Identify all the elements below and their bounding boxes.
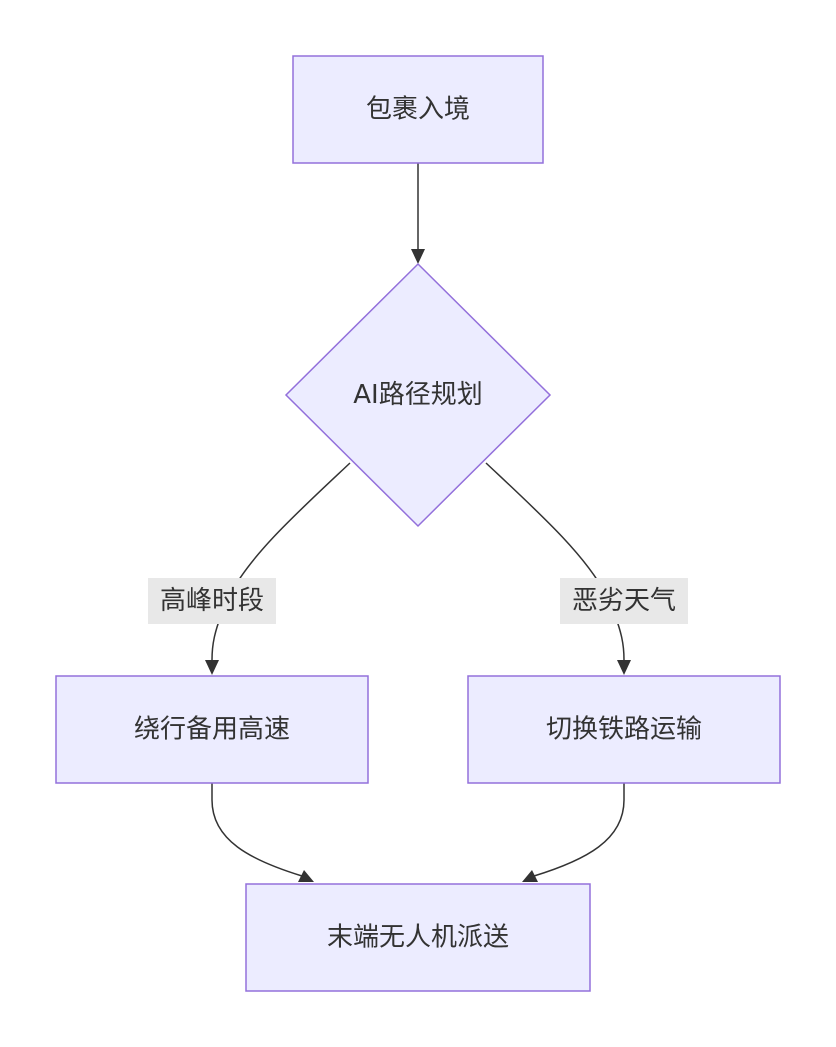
edge-label-decision-to-right: 恶劣天气 [560, 578, 688, 624]
node-end: 末端无人机派送 [245, 883, 591, 992]
arrowhead-start-to-decision [411, 249, 425, 264]
edge-right-to-end [533, 783, 625, 877]
arrowhead-decision-to-right [617, 660, 631, 675]
nodes: 包裹入境 AI路径规划 绕行备用高速 切换铁路运输 末端无人机派送 [55, 55, 781, 992]
edge-labels: 高峰时段 恶劣天气 [148, 578, 688, 624]
edge-label-bg-left [148, 578, 276, 624]
node-right-box [467, 675, 781, 784]
node-end-label: 末端无人机派送 [327, 923, 509, 953]
node-decision: AI路径规划 [284, 262, 552, 528]
edge-label-bg-right [560, 578, 688, 624]
edge-left-to-end [211, 783, 303, 877]
node-start: 包裹入境 [292, 55, 544, 164]
node-left-box [55, 675, 369, 784]
edge-label-decision-to-left: 高峰时段 [148, 578, 276, 624]
arrowhead-decision-to-left [205, 660, 219, 675]
node-decision-label: AI路径规划 [353, 380, 482, 410]
arrowhead-right-to-end [522, 870, 538, 882]
node-right-label: 切换铁路运输 [546, 715, 702, 745]
edge-label-text-left: 高峰时段 [160, 586, 264, 616]
node-start-label: 包裹入境 [366, 95, 470, 125]
edge-label-text-right: 恶劣天气 [572, 586, 676, 616]
edge-decision-to-left [211, 462, 351, 661]
arrowhead-left-to-end [298, 870, 314, 882]
node-start-box [292, 55, 544, 164]
node-left-label: 绕行备用高速 [134, 715, 290, 745]
edge-decision-to-right [485, 462, 625, 661]
node-left: 绕行备用高速 [55, 675, 369, 784]
node-decision-diamond [284, 262, 552, 528]
node-right: 切换铁路运输 [467, 675, 781, 784]
node-end-box [245, 883, 591, 992]
